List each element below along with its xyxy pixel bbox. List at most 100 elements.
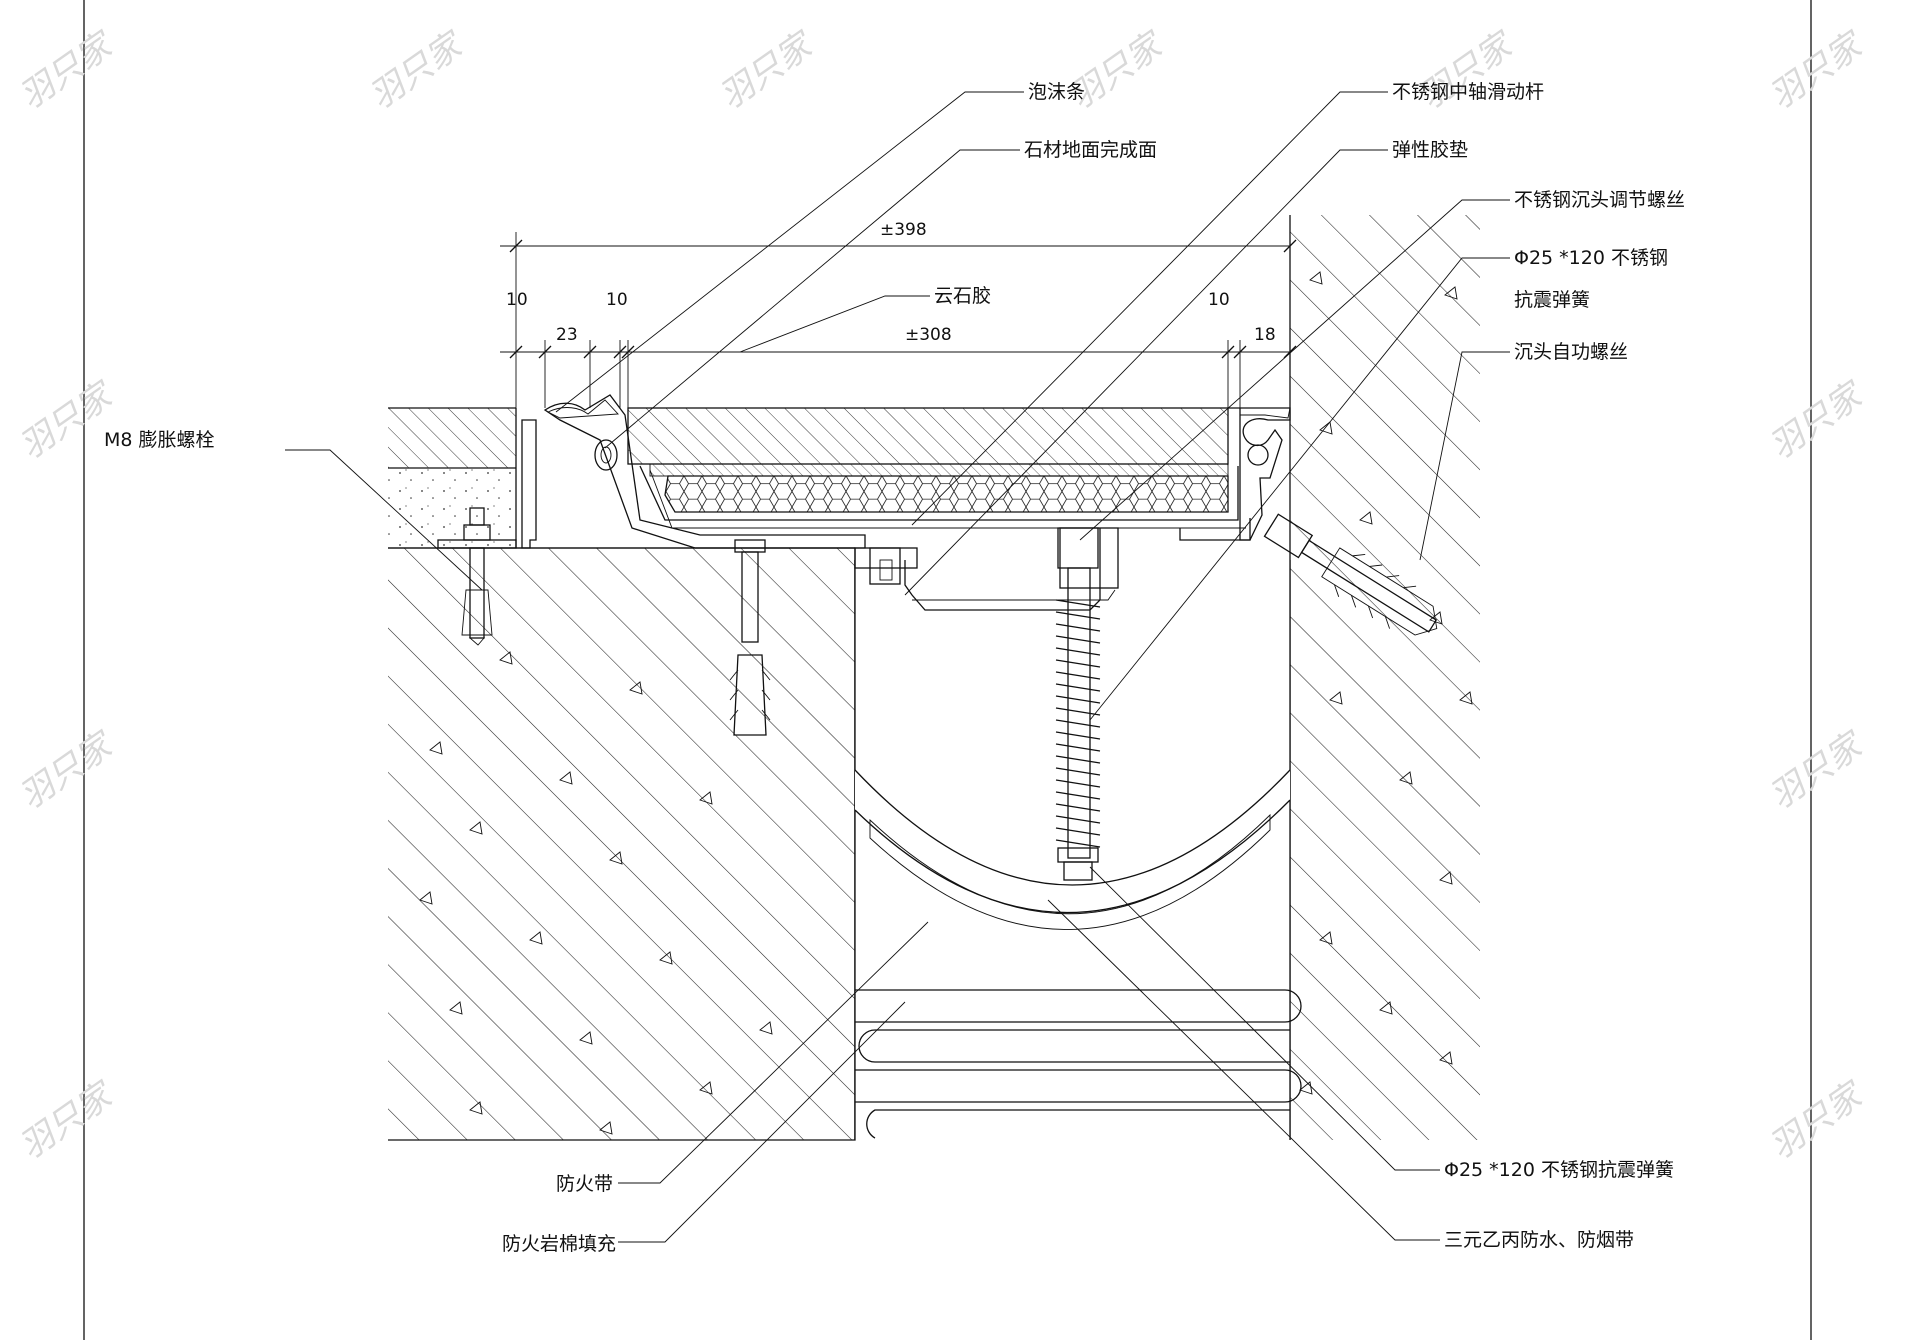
watermark-text: 羽只家 <box>362 24 472 118</box>
label-slide-rod: 不锈钢中轴滑动杆 <box>1392 81 1544 103</box>
leader-lines <box>285 91 1510 1243</box>
spring-coil <box>1055 779 1101 788</box>
spring-coil <box>1055 731 1101 740</box>
aggregate-mark <box>699 1081 713 1095</box>
label-spring-top-line2: 抗震弹簧 <box>1514 289 1590 311</box>
fire-rock-wool-fill <box>855 989 1302 1139</box>
aggregate-mark <box>419 891 433 905</box>
left-aluminum-profile <box>521 394 866 549</box>
spring-coil <box>1055 695 1101 704</box>
marble-glue-layer <box>649 463 1229 477</box>
label-foam-strip: 泡沫条 <box>1028 81 1085 103</box>
watermark-text: 羽只家 <box>12 724 122 818</box>
label-rock-wool: 防火岩棉填充 <box>502 1233 616 1255</box>
label-elastic-pad: 弹性胶垫 <box>1392 139 1468 161</box>
aggregate-mark <box>1429 611 1443 625</box>
label-adjust-screw: 不锈钢沉头调节螺丝 <box>1514 189 1685 211</box>
aggregate-mark <box>579 1031 593 1045</box>
spring-coil <box>1055 671 1101 680</box>
label-spring-top-line1: Φ25 *120 不锈钢 <box>1514 247 1668 269</box>
spring-coils <box>1055 599 1101 848</box>
dim-right-10: 10 <box>1208 290 1230 310</box>
spring-coil <box>1055 815 1101 824</box>
aggregate-mark <box>699 791 713 805</box>
dim-left-10: 10 <box>506 290 528 310</box>
aggregate-mark <box>429 741 443 755</box>
watermark-text: 羽只家 <box>1762 724 1872 818</box>
dim-overall: ±398 <box>880 220 927 240</box>
aggregate-mark <box>469 821 483 835</box>
dim-right-18: 18 <box>1254 325 1276 345</box>
watermark-text: 羽只家 <box>1062 24 1172 118</box>
label-fire-belt: 防火带 <box>556 1173 613 1195</box>
watermark-text: 羽只家 <box>1762 374 1872 468</box>
aggregate-mark <box>469 1101 483 1115</box>
spring-coil <box>1055 719 1101 728</box>
spring-coil <box>1055 623 1101 632</box>
aggregate-mark <box>1439 871 1453 885</box>
spring-coil <box>1055 839 1101 848</box>
spring-coil <box>1055 755 1101 764</box>
label-spring-bottom: Φ25 *120 不锈钢抗震弹簧 <box>1444 1159 1674 1181</box>
spring-coil <box>1055 611 1101 620</box>
epdm-waterproof-band <box>854 769 1291 930</box>
label-marble-glue: 云石胶 <box>934 285 991 307</box>
tray-anchor-screw <box>729 539 771 736</box>
label-epdm-belt: 三元乙丙防水、防烟带 <box>1444 1229 1634 1251</box>
aggregate-mark <box>559 771 573 785</box>
aggregate-mark <box>1399 771 1413 785</box>
spring-coil <box>1055 767 1101 776</box>
aggregate-mark <box>629 681 643 695</box>
aggregate-mark <box>1459 691 1473 705</box>
spring-coil <box>1055 743 1101 752</box>
label-expansion-bolt: M8 膨胀螺栓 <box>104 429 215 451</box>
aggregate-mark <box>449 1001 463 1015</box>
stone-cover-plate <box>627 407 1229 465</box>
aggregate-mark <box>1309 271 1323 285</box>
left-concrete-slab <box>388 547 856 1141</box>
aggregate-mark <box>1379 1001 1393 1015</box>
aggregate-mark <box>1319 421 1333 435</box>
self-tapping-screw <box>1263 513 1438 636</box>
spring-coil <box>1055 683 1101 692</box>
aggregate-mark <box>759 1021 773 1035</box>
spring-coil <box>1055 659 1101 668</box>
m8-expansion-bolt <box>437 507 517 646</box>
aggregate-mark <box>1444 286 1458 300</box>
watermark-text: 羽只家 <box>12 374 122 468</box>
aggregate-mark <box>1299 1081 1313 1095</box>
dim-mid-10: 10 <box>606 290 628 310</box>
watermark-text: 羽只家 <box>12 1074 122 1168</box>
watermark-text: 羽只家 <box>1412 24 1522 118</box>
label-stone-surface: 石材地面完成面 <box>1024 139 1157 161</box>
aggregate-mark <box>499 651 513 665</box>
spring-coil <box>1055 647 1101 656</box>
aggregate-mark <box>529 931 543 945</box>
dimension-lines <box>500 215 1297 408</box>
spring-coil <box>1055 827 1101 836</box>
watermark-text: 羽只家 <box>1762 1074 1872 1168</box>
label-self-tap-screw: 沉头自功螺丝 <box>1514 341 1628 363</box>
aggregate-mark <box>1439 1051 1453 1065</box>
spring-coil <box>1055 599 1101 608</box>
dim-inner: ±308 <box>905 325 952 345</box>
dim-left-23: 23 <box>556 325 578 345</box>
watermark-text: 羽只家 <box>712 24 822 118</box>
adjust-screw-and-spring <box>1055 527 1101 881</box>
spring-coil <box>1055 803 1101 812</box>
aggregate-mark <box>1359 511 1373 525</box>
aggregate-mark <box>1319 931 1333 945</box>
left-stone-finish <box>388 407 517 548</box>
honeycomb-core <box>664 475 1229 513</box>
right-aluminum-profile <box>1228 407 1291 541</box>
spring-coil <box>1055 791 1101 800</box>
aggregate-mark <box>609 851 623 865</box>
concrete-aggregate-marks <box>419 271 1473 1135</box>
watermark-text: 羽只家 <box>1762 24 1872 118</box>
aggregate-mark <box>1329 691 1343 705</box>
aggregate-mark <box>659 951 673 965</box>
aggregate-mark <box>599 1121 613 1135</box>
spring-coil <box>1055 635 1101 644</box>
spring-coil <box>1055 707 1101 716</box>
